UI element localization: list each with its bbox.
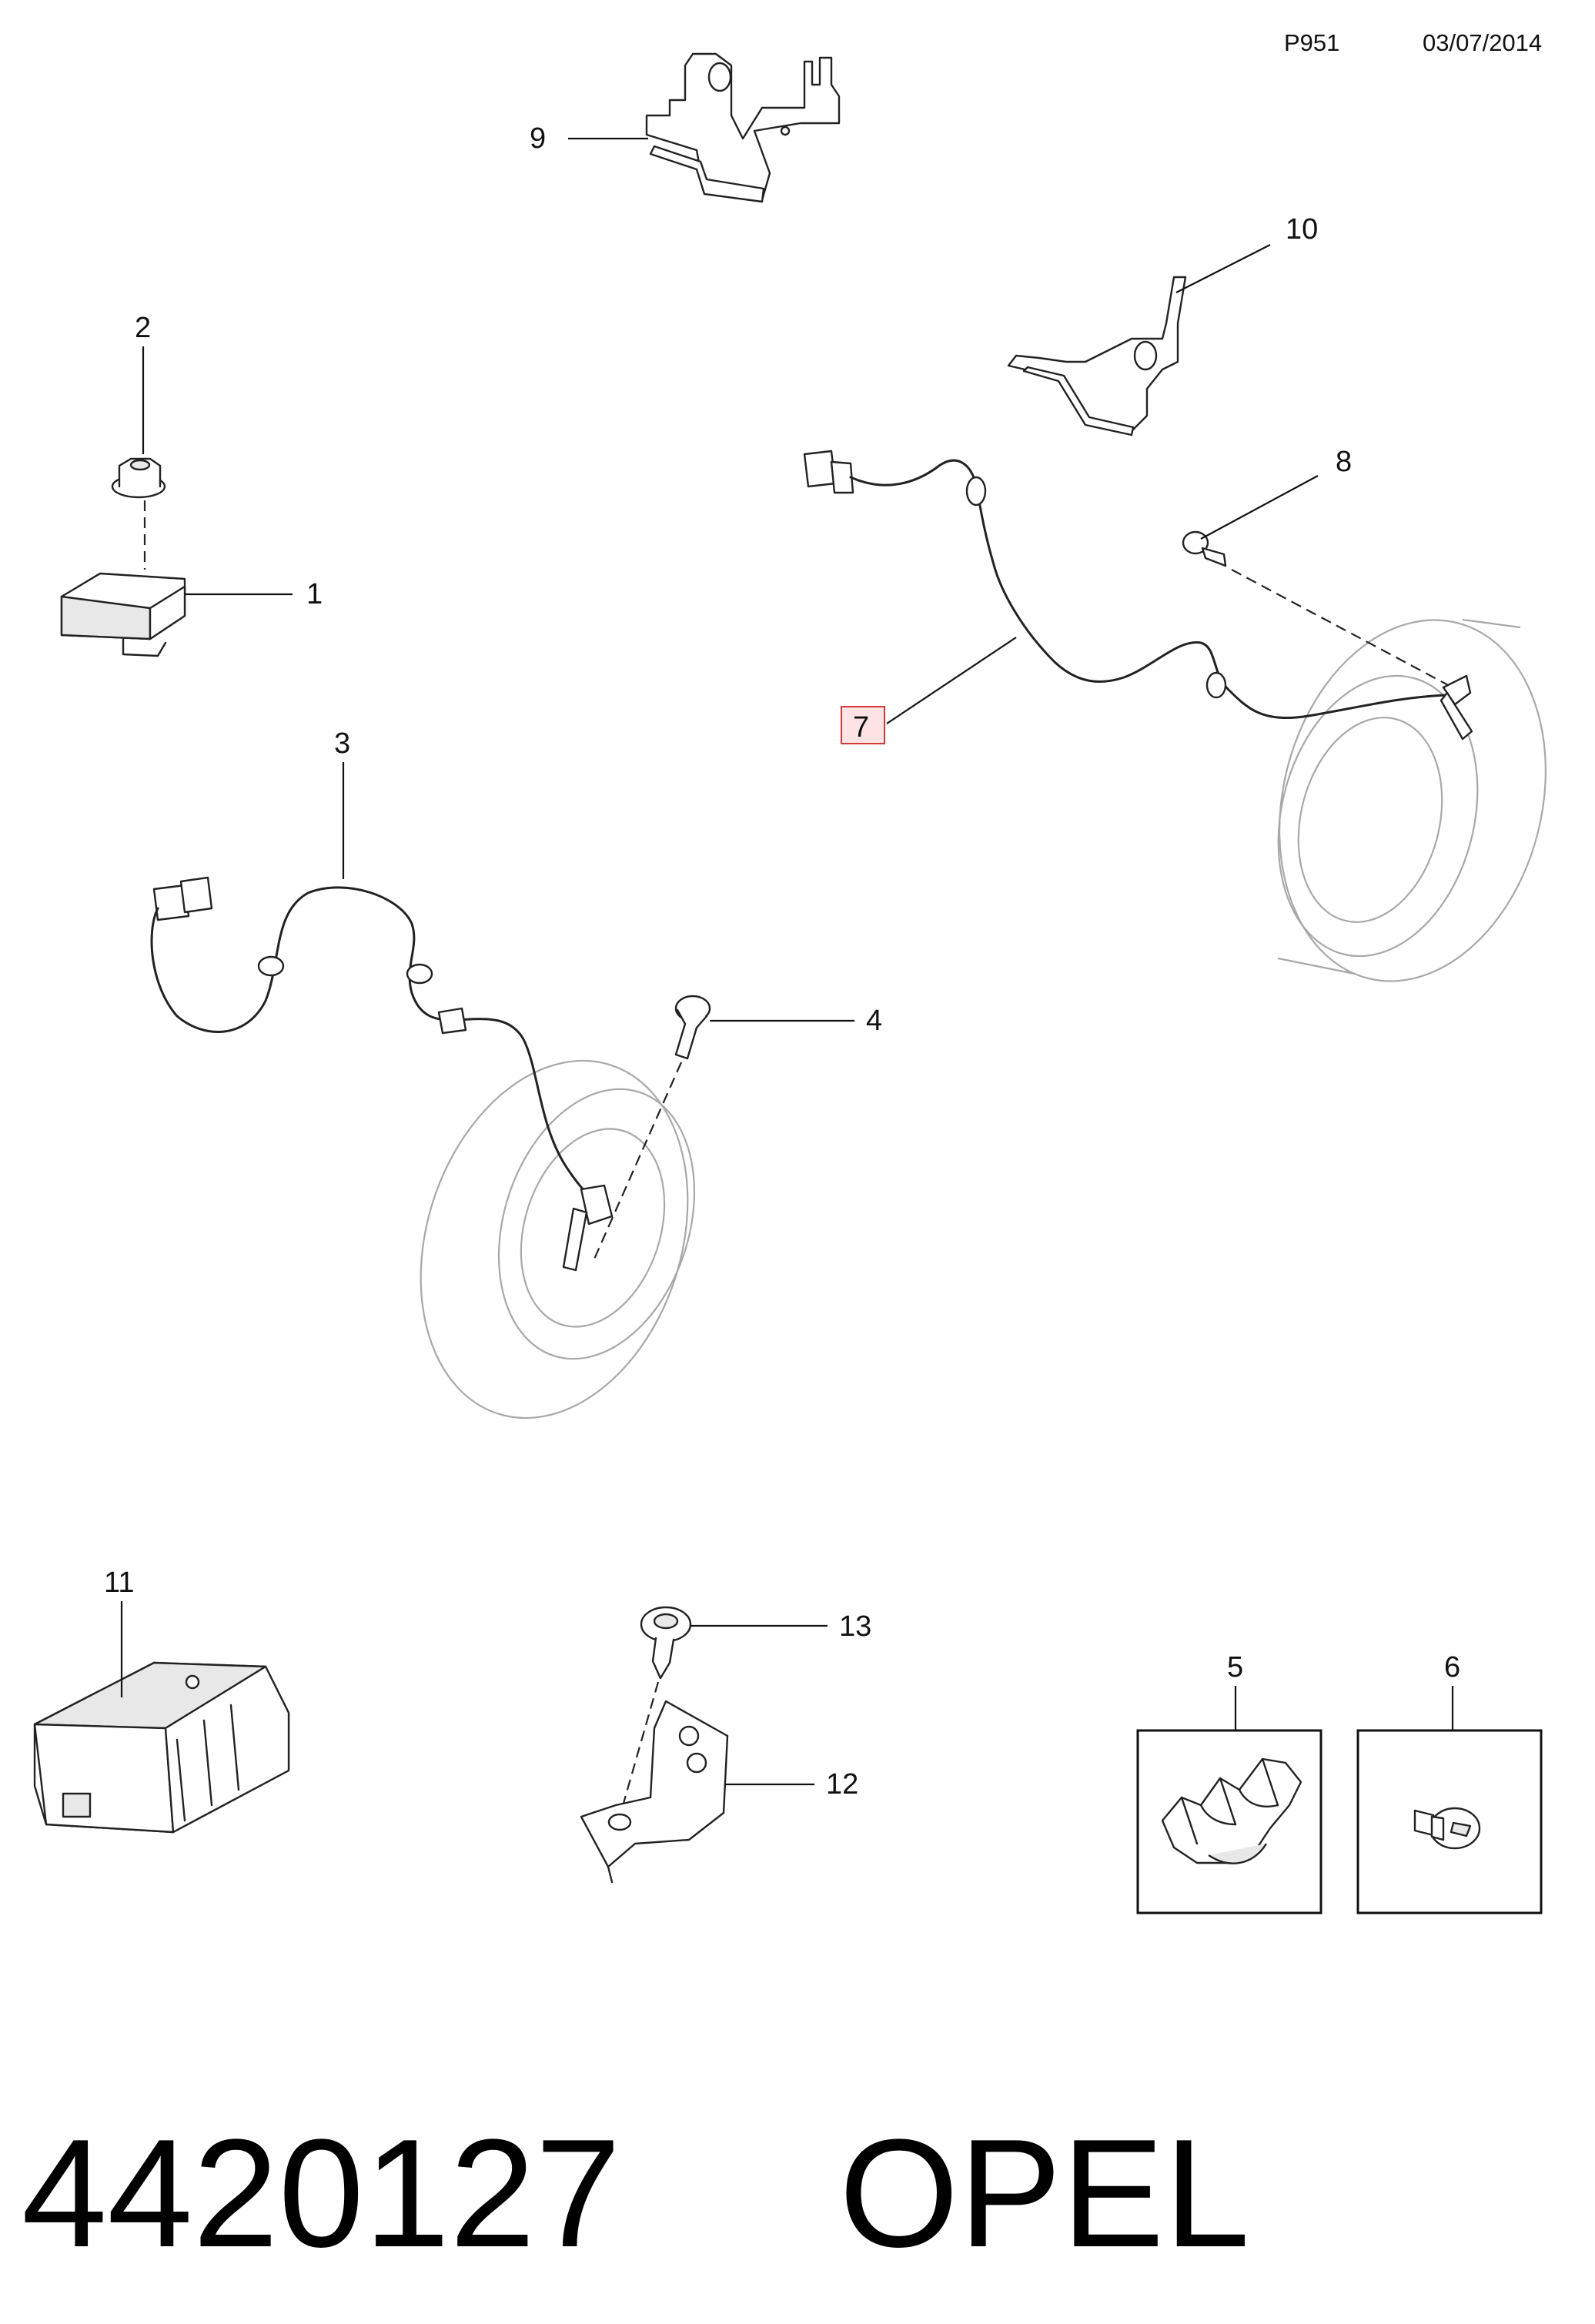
tire-upper-right <box>1277 618 1547 982</box>
part-11-control-module-icon[interactable] <box>33 1661 290 1834</box>
part-10-bracket-icon[interactable] <box>1007 276 1187 436</box>
fastener-axis-4 <box>591 1062 683 1263</box>
leader-10 <box>1175 244 1271 293</box>
callout-9[interactable]: 9 <box>530 122 546 155</box>
part-6-push-clip-icon[interactable] <box>1413 1807 1481 1850</box>
part-7-wheel-speed-sensor-cable-icon[interactable] <box>803 450 1473 741</box>
callout-1[interactable]: 1 <box>306 578 323 610</box>
callout-11[interactable]: 11 <box>104 1567 134 1599</box>
part-3-wheel-speed-sensor-cable-icon[interactable] <box>150 876 614 1272</box>
part-12-bracket-icon[interactable] <box>580 1700 729 1884</box>
diagram-date: 03/07/2014 <box>1423 29 1542 56</box>
callout-8[interactable]: 8 <box>1336 446 1352 478</box>
part-1-sensor-module-icon[interactable] <box>0 572 186 657</box>
callout-12[interactable]: 12 <box>826 1768 858 1801</box>
part-4-bolt-icon[interactable] <box>674 995 711 1060</box>
callout-3[interactable]: 3 <box>334 727 350 760</box>
leader-8 <box>1200 475 1319 540</box>
fastener-axis-13 <box>618 1681 660 1817</box>
part-8-bolt-icon[interactable] <box>1182 530 1227 567</box>
callout-6[interactable]: 6 <box>1444 1651 1460 1684</box>
leader-7 <box>886 637 1017 724</box>
part-13-screw-icon[interactable] <box>640 1606 692 1680</box>
page-code: P951 <box>1284 29 1339 56</box>
tire-middle-left <box>420 1059 696 1419</box>
footer-part-number: 4420127 <box>22 2108 621 2279</box>
part-5-cable-clip-icon[interactable] <box>1161 1757 1302 1864</box>
footer-brand: OPEL <box>839 2108 1250 2279</box>
callout-5[interactable]: 5 <box>1227 1651 1243 1684</box>
part-9-bracket-icon[interactable] <box>645 52 841 203</box>
callout-10[interactable]: 10 <box>1286 213 1318 246</box>
callout-2[interactable]: 2 <box>135 312 151 344</box>
callout-4[interactable]: 4 <box>866 1005 882 1037</box>
callout-13[interactable]: 13 <box>839 1610 871 1643</box>
fastener-axis-8 <box>1231 569 1463 694</box>
part-2-flange-nut-icon[interactable] <box>111 457 166 499</box>
callout-7-box <box>841 706 885 744</box>
callout-7[interactable]: 7 <box>853 711 869 744</box>
